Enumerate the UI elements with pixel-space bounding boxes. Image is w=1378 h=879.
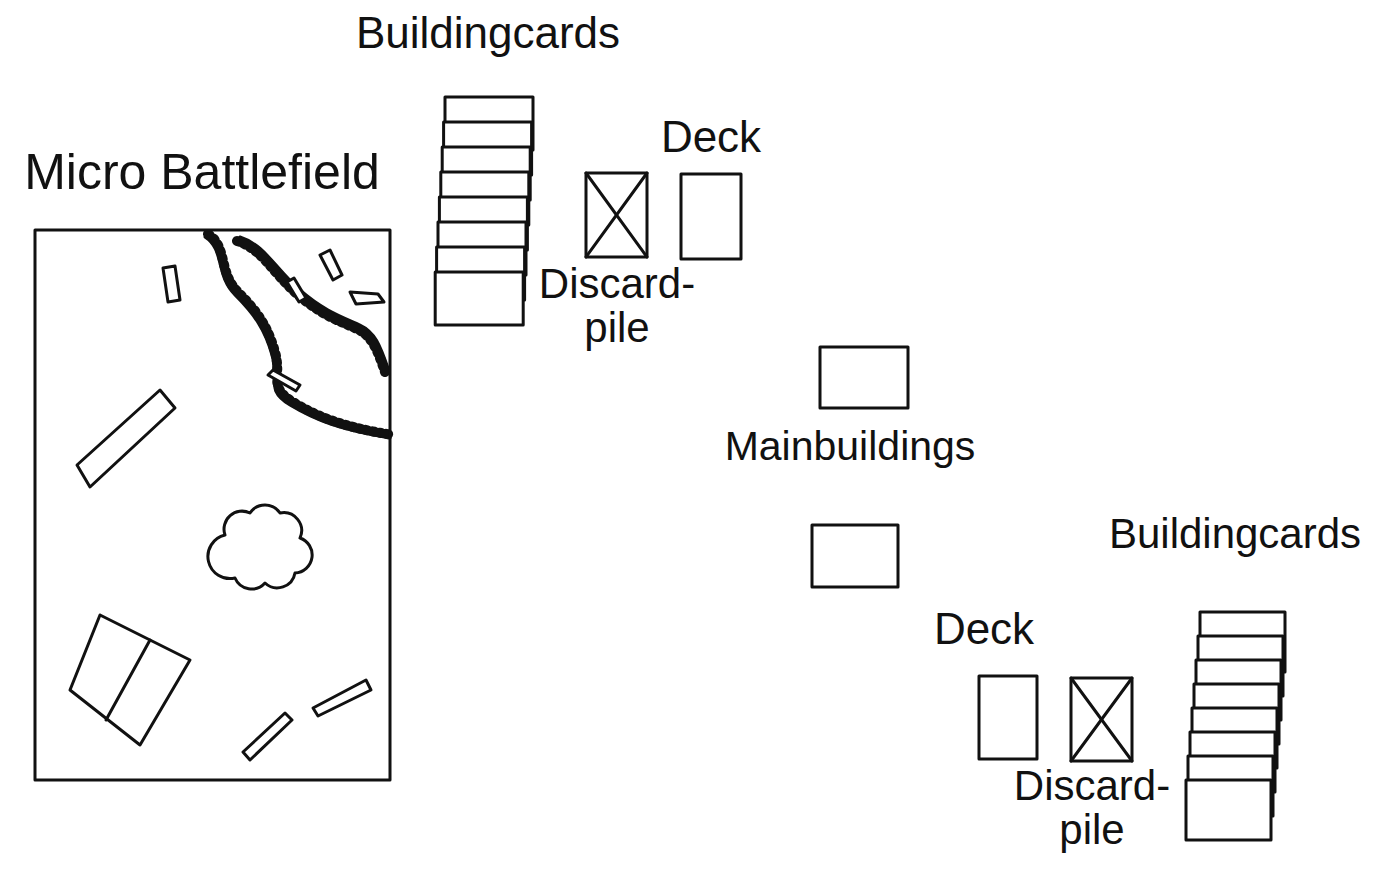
building-line (106, 640, 150, 720)
small-unit (320, 250, 342, 280)
pile-label: Discard-pile (527, 262, 707, 350)
main-building (812, 525, 898, 587)
deck-card: Deck (680, 173, 742, 260)
card-outline (979, 676, 1037, 759)
node-outline (1070, 677, 1133, 762)
node-outline (35, 230, 390, 780)
deck-card: Deck (978, 675, 1038, 760)
card-outline (681, 174, 741, 259)
building-card (1186, 780, 1271, 840)
area-label: Mainbuildings (725, 425, 976, 468)
card-stack: Buildingcards (431, 95, 535, 327)
cross-line (1071, 678, 1132, 761)
outline-group (435, 97, 533, 325)
discard-pile: Discard-pile (1070, 677, 1133, 762)
trench-hatch (237, 241, 385, 372)
cross-line (586, 173, 647, 257)
node-outline (585, 172, 648, 258)
area-title: Micro Battlefield (24, 146, 380, 199)
small-unit (287, 278, 306, 302)
small-unit (268, 370, 300, 391)
node-outline (978, 675, 1038, 760)
small-unit (350, 292, 384, 304)
cross-line (1071, 678, 1132, 761)
wall-piece (313, 680, 371, 716)
card-stack: Buildingcards (1183, 610, 1287, 842)
outline-group (586, 173, 647, 257)
main-building (820, 347, 908, 408)
tree (208, 505, 312, 589)
pile-label: Discard-pile (1002, 764, 1182, 852)
trench-hatch (208, 234, 393, 435)
battlefield-border (35, 230, 390, 780)
pile-label: Buildingcards (1109, 512, 1361, 556)
node-outline (1183, 610, 1287, 842)
card-outline (1071, 678, 1132, 761)
building-card (435, 272, 523, 325)
outline-group (1186, 612, 1285, 840)
outline-group (979, 676, 1037, 759)
node-outline (680, 173, 742, 260)
wall-piece (77, 390, 175, 487)
pile-label: Deck (934, 606, 1034, 652)
battlefield-area: Micro Battlefield (35, 230, 390, 780)
outline-group (681, 174, 741, 259)
small-building (163, 266, 180, 302)
wall-piece (243, 713, 292, 760)
building (70, 615, 190, 745)
outline-group (35, 230, 390, 780)
outline-group (1071, 678, 1132, 761)
card-outline (586, 173, 647, 257)
pile-label: Deck (661, 114, 761, 160)
discard-pile: Discard-pile (585, 172, 648, 258)
node-outline (431, 95, 535, 327)
pile-label: Buildingcards (356, 10, 620, 56)
cross-line (586, 173, 647, 257)
